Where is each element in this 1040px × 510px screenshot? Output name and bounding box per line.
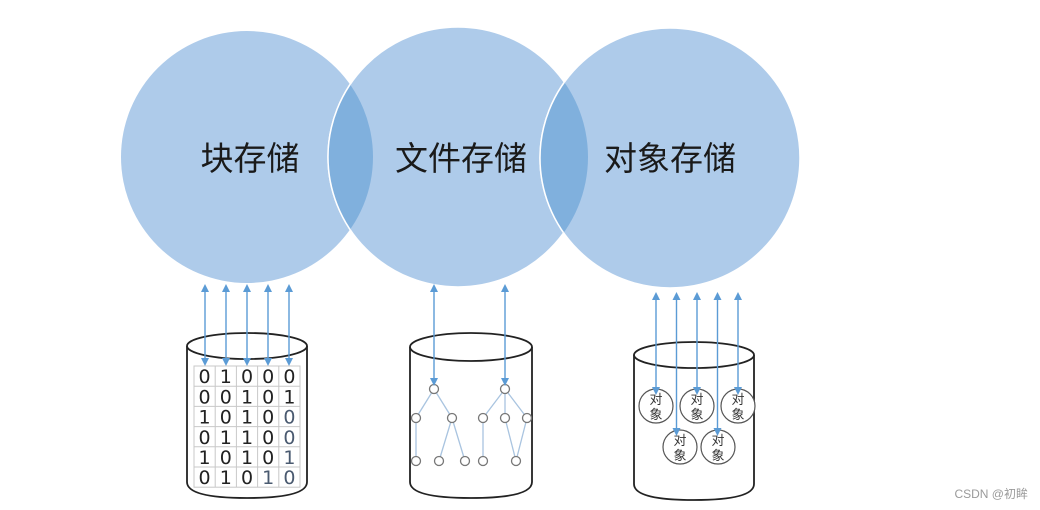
bit-cell: 1: [241, 386, 253, 408]
file-storage-cylinder: [409, 284, 533, 499]
object-label: 象: [690, 408, 703, 423]
bit-cell: 0: [283, 407, 295, 429]
bit-cell: 0: [241, 467, 253, 489]
file-tree-edges: [415, 388, 528, 462]
bit-cell: 1: [220, 427, 232, 449]
object-label: 象: [731, 408, 744, 423]
tree-node: [477, 455, 489, 467]
bit-cell: 0: [199, 467, 211, 489]
tree-node: [477, 412, 489, 424]
bit-cell: 0: [199, 386, 211, 408]
object-arrows: [652, 292, 742, 436]
object-item: 对象: [679, 388, 715, 424]
bit-cell: 1: [220, 467, 232, 489]
bit-cell: 0: [262, 386, 274, 408]
object-item: 对象: [720, 388, 756, 424]
bit-cell: 1: [220, 366, 232, 388]
object-item: 对象: [700, 429, 736, 465]
tree-node: [521, 412, 533, 424]
object-label: 对: [711, 434, 724, 449]
bit-cell: 1: [262, 467, 274, 489]
bit-cell: 1: [241, 407, 253, 429]
file-arrows: [430, 284, 509, 386]
bit-cell: 0: [262, 447, 274, 469]
bit-cell: 0: [199, 427, 211, 449]
bit-cell: 0: [262, 366, 274, 388]
tree-node: [499, 412, 511, 424]
bit-cell: 0: [283, 366, 295, 388]
label-object-storage: 对象存储: [604, 139, 736, 178]
object-item: 对象: [662, 429, 698, 465]
object-label: 象: [649, 408, 662, 423]
bit-cell: 0: [262, 407, 274, 429]
label-file-storage: 文件存储: [395, 139, 527, 178]
bit-cell: 1: [199, 447, 211, 469]
tree-node: [499, 383, 511, 395]
bit-cell: 1: [283, 447, 295, 469]
circle-block-storage: [121, 31, 373, 283]
bit-cell: 0: [220, 447, 232, 469]
object-label: 对: [649, 393, 662, 408]
tree-node: [410, 455, 422, 467]
tree-node: [433, 455, 445, 467]
bit-cell: 0: [220, 386, 232, 408]
bit-cell: 0: [283, 467, 295, 489]
watermark: CSDN @初眸: [954, 487, 1028, 501]
bit-cell: 0: [199, 366, 211, 388]
block-arrows: [201, 284, 293, 366]
object-label: 对: [690, 393, 703, 408]
object-label: 象: [711, 449, 724, 464]
bit-cell: 1: [241, 427, 253, 449]
tree-node: [459, 455, 471, 467]
bit-cell: 0: [241, 366, 253, 388]
bit-cell: 1: [199, 407, 211, 429]
object-item: 对象: [638, 388, 674, 424]
bit-cell: 0: [283, 427, 295, 449]
venn-diagram: 块存储 文件存储 对象存储: [121, 26, 801, 289]
tree-node: [446, 412, 458, 424]
tree-node: [428, 383, 440, 395]
bit-cell: 0: [262, 427, 274, 449]
bit-cell: 0: [220, 407, 232, 429]
file-tree-nodes: [410, 383, 533, 467]
tree-node: [510, 455, 522, 467]
tree-node: [410, 412, 422, 424]
bit-cell: 1: [241, 447, 253, 469]
label-block-storage: 块存储: [201, 139, 300, 178]
object-label: 对: [731, 393, 744, 408]
object-label: 对: [673, 434, 686, 449]
bit-cell: 1: [283, 386, 295, 408]
object-label: 象: [673, 449, 686, 464]
